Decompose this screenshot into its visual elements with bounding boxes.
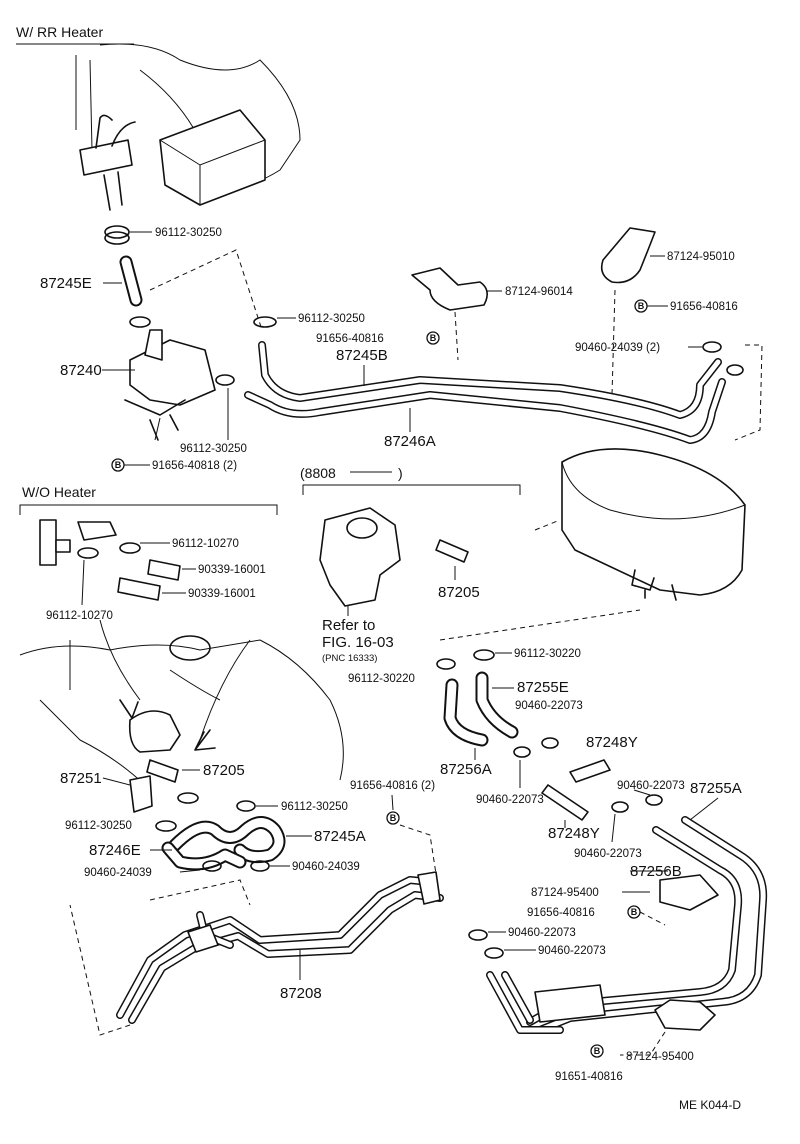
- section-title-rr-heater: W/ RR Heater: [16, 24, 103, 40]
- label-90460-22073-d: 90460-22073: [574, 848, 642, 860]
- section-rr-heater-header: W/ RR Heater: [16, 24, 134, 45]
- hose-87255e: [475, 671, 519, 739]
- label-96112-30250-top: 96112-30250: [155, 227, 222, 239]
- bolt-marker-text: B: [638, 301, 645, 311]
- label-87248y-a: 87248Y: [586, 734, 638, 751]
- label-91651-40816: 91651-40816: [555, 1071, 623, 1083]
- label-90460-22073-a: 90460-22073: [515, 700, 583, 712]
- hose-87245e: [103, 255, 143, 307]
- label-87245b: 87245B: [336, 347, 388, 364]
- label-87251: 87251: [60, 770, 102, 787]
- label-87205-b: 87205: [203, 762, 245, 779]
- bolt-marker-text: B: [115, 460, 122, 470]
- bracket-87124-96014: [411, 267, 502, 361]
- hoses-87245a-87246e: [150, 816, 312, 871]
- label-87246a: 87246A: [384, 433, 436, 450]
- label-91656-40816-2: 91656-40816 (2): [350, 780, 435, 792]
- pipes-87255a: [486, 797, 768, 1034]
- label-91656-40816-a: 91656-40816: [316, 333, 384, 345]
- label-90460-24039-a: 90460-24039: [84, 867, 152, 879]
- label-96112-10270-b: 96112-10270: [46, 610, 113, 622]
- bolt-marker-text: B: [390, 813, 397, 823]
- bolt-marker-a: B: [426, 331, 440, 345]
- label-87246e: 87246E: [89, 842, 141, 859]
- heater-valve-87240: [102, 329, 235, 441]
- label-87124-95400-b: 87124-95400: [626, 1051, 694, 1063]
- label-87245e: 87245E: [40, 275, 92, 292]
- section-title-wo-heater: W/O Heater: [22, 484, 96, 500]
- label-87124-95400-a: 87124-95400: [531, 887, 599, 899]
- clamps-96112-30220: [436, 649, 512, 670]
- label-87256a: 87256A: [440, 761, 492, 778]
- label-90339-16001-b: 90339-16001: [188, 588, 256, 600]
- label-87256b: 87256B: [630, 863, 682, 880]
- label-87255e: 87255E: [517, 679, 569, 696]
- bolt-marker-d: B: [627, 905, 666, 926]
- bolt-marker-text: B: [631, 907, 638, 917]
- label-90460-22073-b: 90460-22073: [617, 780, 685, 792]
- label-90460-24039-b: 90460-24039: [292, 861, 360, 873]
- label-90460-24039-2: 90460-24039 (2): [575, 342, 660, 354]
- engine-block-drawing: [19, 619, 344, 791]
- parts-87205b-87251: [102, 759, 278, 832]
- label-87248y-b: 87248Y: [548, 825, 600, 842]
- refer-line-2: FIG. 16-03: [322, 634, 394, 651]
- refer-line-3: (PNC 16333): [322, 653, 377, 664]
- rear-heater-unit-drawing: [75, 43, 301, 211]
- rear-heater-box: [439, 448, 746, 641]
- refer-note: Refer to FIG. 16-03 (PNC 16333): [322, 606, 394, 664]
- label-96112-30220-a: 96112-30220: [514, 648, 581, 660]
- figure-code: ME K044-D: [679, 1098, 741, 1112]
- date-range-close: ): [398, 465, 403, 481]
- label-87245a: 87245A: [314, 828, 366, 845]
- section-wo-heater: W/O Heater: [19, 484, 278, 606]
- dashed-leader: [149, 249, 263, 331]
- clamps-90460-24039-pair: [688, 341, 763, 441]
- bolt-marker-text: B: [594, 1046, 601, 1056]
- label-87240: 87240: [60, 362, 102, 379]
- bolt-marker-text: B: [430, 333, 437, 343]
- label-96112-30250-c: 96112-30250: [180, 443, 247, 455]
- date-range-group: (8808 ): [300, 465, 521, 607]
- label-96112-30250-e: 96112-30250: [65, 820, 132, 832]
- label-96112-30220-b: 96112-30220: [348, 673, 415, 685]
- pipes-87245b-87246a: [244, 341, 726, 444]
- bracket-87256b: [630, 870, 719, 911]
- label-91656-40816-b: 91656-40816: [670, 301, 738, 313]
- tubes-87248y: [541, 759, 611, 828]
- label-91656-40816-c: 91656-40816: [527, 907, 595, 919]
- label-96112-30250-b: 96112-30250: [298, 313, 365, 325]
- label-90460-22073-e: 90460-22073: [508, 927, 576, 939]
- label-87124-96014: 87124-96014: [505, 286, 573, 298]
- bracket-87124-95400-b: [620, 999, 716, 1056]
- clamps-90460-22073-ef: [468, 929, 536, 959]
- label-91656-40818: 91656-40818 (2): [152, 460, 237, 472]
- label-87124-95010: 87124-95010: [667, 251, 735, 263]
- bolt-marker-b: B: [111, 417, 161, 472]
- clamps-90460-22073-group: [513, 737, 663, 843]
- label-90460-22073-c: 90460-22073: [476, 794, 544, 806]
- refer-line-1: Refer to: [322, 617, 375, 634]
- label-90460-22073-f: 90460-22073: [538, 945, 606, 957]
- bolt-marker-c: B: [634, 299, 668, 313]
- label-96112-10270-a: 96112-10270: [172, 538, 239, 550]
- clamp-top: [104, 225, 152, 245]
- label-96112-30250-d: 96112-30250: [281, 801, 348, 813]
- bracket-87124-95010: [600, 227, 665, 396]
- clamp-87245e-lower: [129, 316, 151, 328]
- label-87208: 87208: [280, 985, 322, 1002]
- pipe-87208: [69, 871, 444, 1036]
- label-90339-16001-a: 90339-16001: [198, 564, 266, 576]
- label-87205-a: 87205: [438, 584, 480, 601]
- clamp-b: [253, 316, 296, 328]
- date-range-open: (8808: [300, 465, 336, 481]
- bolt-marker-e: B: [590, 1044, 604, 1058]
- clamps-90460-24039: [179, 860, 290, 873]
- label-87255a: 87255A: [690, 780, 742, 797]
- hose-87256a: [443, 678, 489, 760]
